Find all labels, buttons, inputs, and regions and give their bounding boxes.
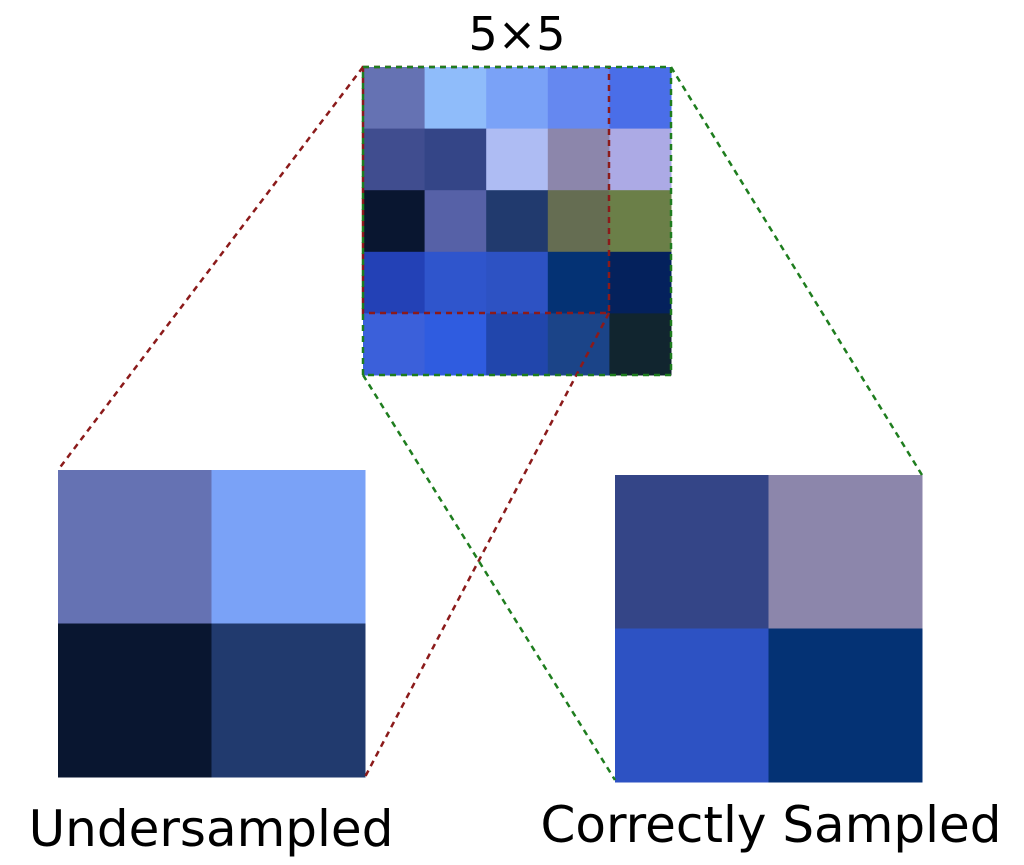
- correctly-sampled-label: Correctly Sampled: [540, 796, 1001, 854]
- undersampled-guide-line-right: [363, 312, 611, 778]
- grid-cell-0-0: [363, 67, 426, 130]
- undersampled-image: [58, 470, 366, 778]
- grid-cell-2-3: [547, 190, 610, 253]
- grid-cell-0-3: [547, 67, 610, 130]
- grid-cell-1-2: [486, 128, 549, 191]
- grid-cell-1-3: [547, 128, 610, 191]
- grid-cell-2-0: [363, 190, 426, 253]
- grid-title: 5×5: [468, 7, 565, 61]
- grid-cell-0-4: [609, 67, 672, 130]
- grid-cell-2-1: [424, 190, 487, 253]
- grid-cell-4-1: [424, 313, 487, 376]
- grid-cell-0-2: [486, 67, 549, 130]
- undersampled-cell-0-1: [211, 470, 366, 624]
- grid-cell-2-4: [609, 190, 672, 253]
- undersampled-cell-1-0: [58, 623, 212, 778]
- correct-cell-0-1: [768, 475, 923, 629]
- grid-cell-1-4: [609, 128, 672, 191]
- grid-cell-1-0: [363, 128, 426, 191]
- undersampled-cell-0-0: [58, 470, 212, 624]
- grid-cell-3-0: [363, 251, 426, 314]
- undersampled-label: Undersampled: [29, 800, 394, 858]
- grid-cell-4-3: [547, 313, 610, 376]
- grid-cell-4-4: [609, 313, 672, 376]
- undersampled-guide-line-left: [57, 66, 364, 471]
- correct-guide-line-right: [669, 66, 924, 476]
- grid-cell-3-3: [547, 251, 610, 314]
- grid-cell-4-2: [486, 313, 549, 376]
- correct-cell-1-0: [615, 628, 769, 783]
- correct-guides: [361, 65, 924, 781]
- grid-cell-3-1: [424, 251, 487, 314]
- correct-cell-1-1: [768, 628, 923, 783]
- grid-cell-4-0: [363, 313, 426, 376]
- undersampled-cell-1-1: [211, 623, 366, 778]
- source-grid: [363, 67, 672, 376]
- grid-cell-2-2: [486, 190, 549, 253]
- grid-cell-3-4: [609, 251, 672, 314]
- correctly-sampled-image: [615, 475, 923, 783]
- correct-cell-0-0: [615, 475, 769, 629]
- correct-region-outline: [361, 65, 673, 377]
- grid-cell-0-1: [424, 67, 487, 130]
- grid-cell-1-1: [424, 128, 487, 191]
- correct-guide-line-left: [361, 374, 617, 781]
- grid-cell-3-2: [486, 251, 549, 314]
